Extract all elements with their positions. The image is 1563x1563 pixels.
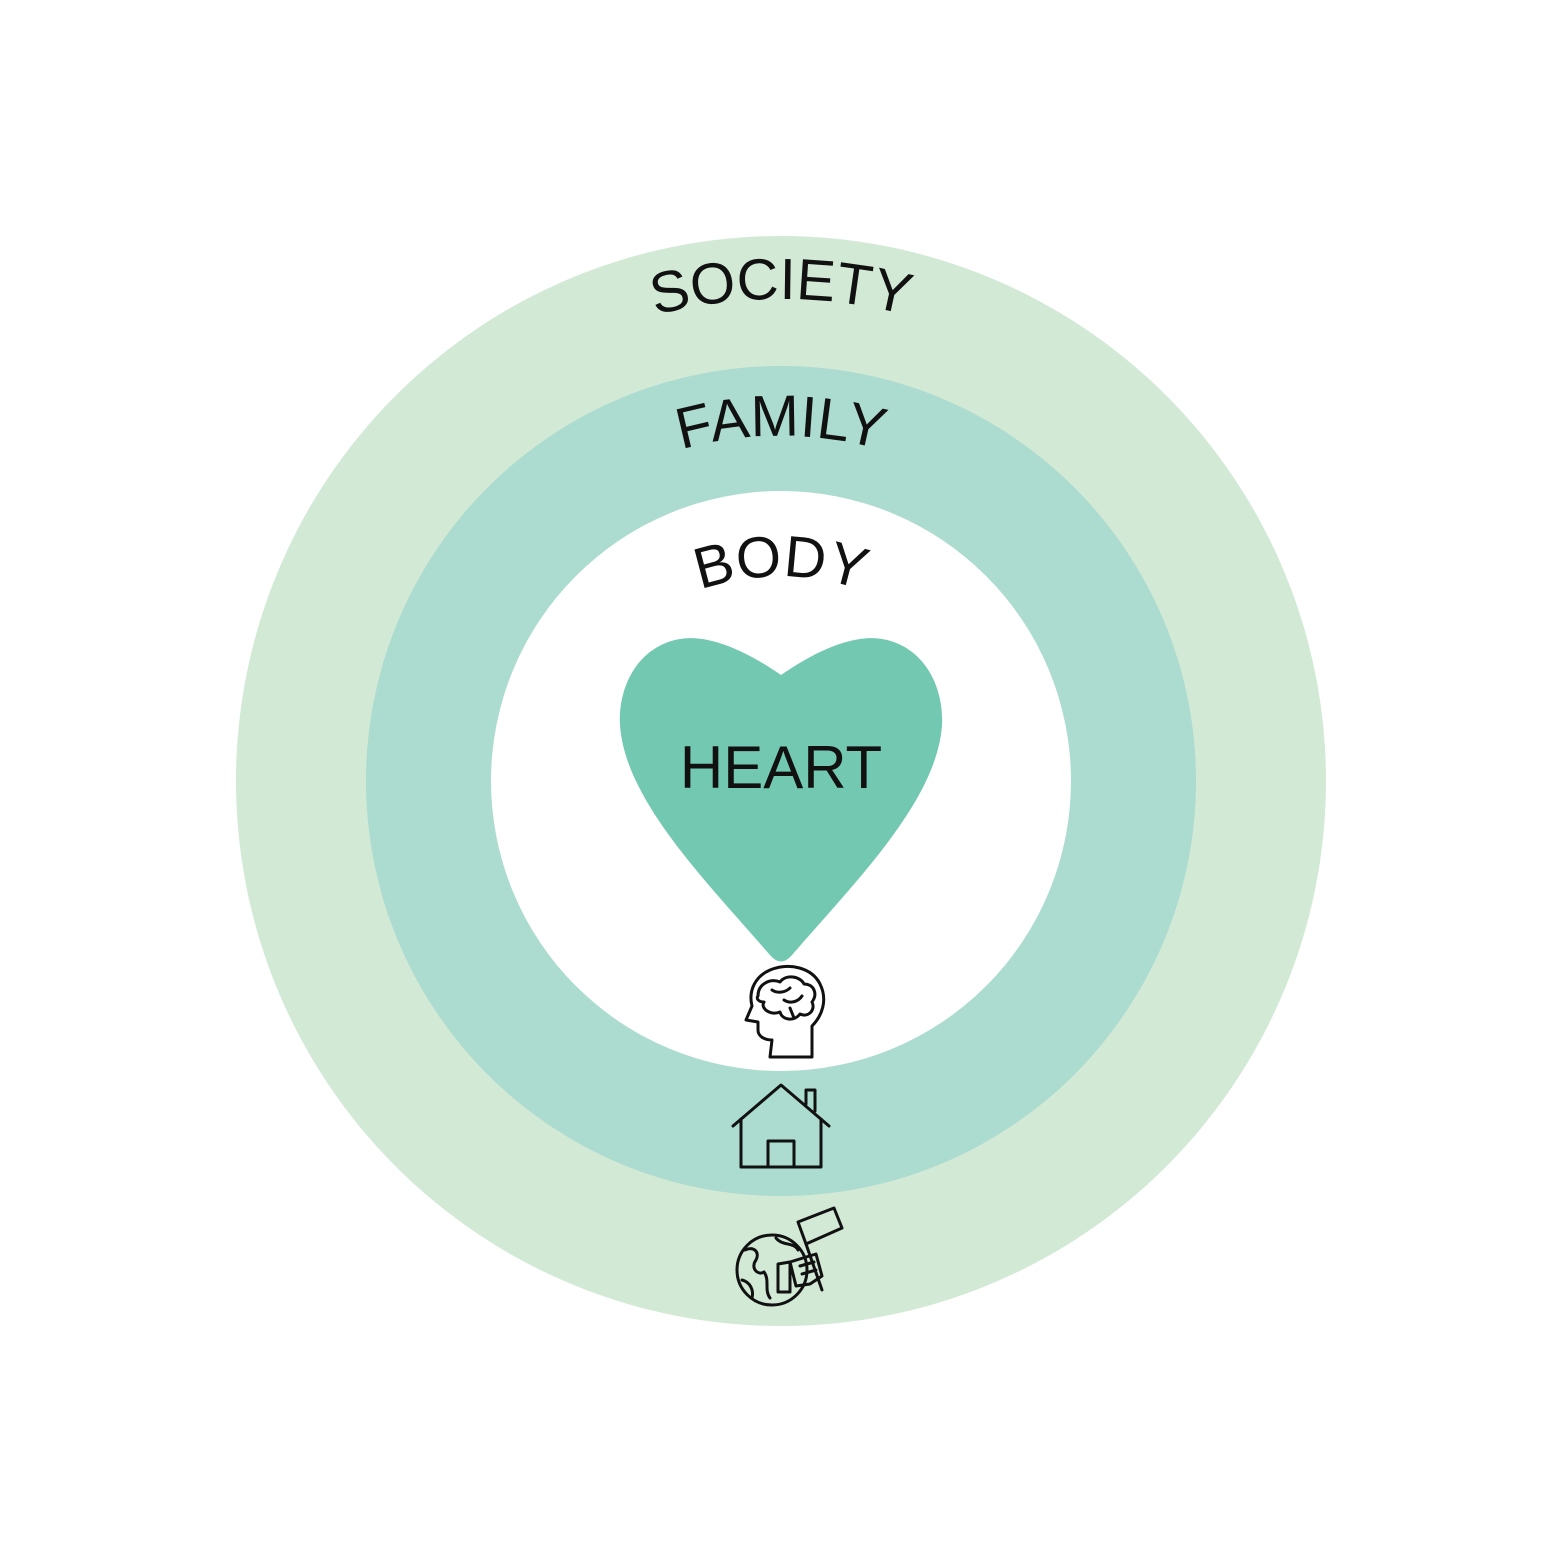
head-with-brain-icon — [744, 965, 826, 1059]
house-icon — [731, 1083, 831, 1169]
heart-label: HEART — [680, 734, 882, 801]
heart-shape — [619, 638, 943, 962]
globe-with-flag-icon — [735, 1206, 844, 1307]
